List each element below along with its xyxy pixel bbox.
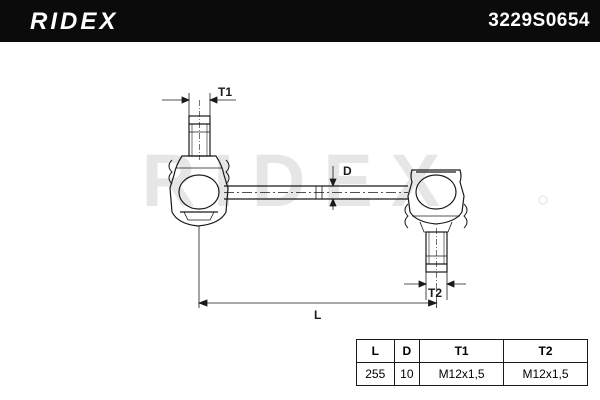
dimension-d — [329, 166, 337, 210]
specs-value-t1: M12x1,5 — [419, 362, 505, 386]
dimension-t1 — [162, 93, 236, 116]
left-ball-joint — [168, 155, 230, 227]
specs-value-t2: M12x1,5 — [503, 362, 588, 386]
connecting-rod — [224, 185, 408, 200]
ridex-logo: RIDEX — [30, 8, 118, 32]
specs-table: L D T1 T2 255 10 M12x1,5 M12x1,5 — [356, 339, 588, 386]
right-threaded-stud — [425, 228, 448, 300]
label-t1: T1 — [218, 85, 232, 99]
specs-header-l: L — [356, 339, 395, 363]
registered-mark-icon — [538, 195, 548, 205]
dimension-t2 — [404, 272, 466, 300]
stabilizer-link-drawing: RIDEX — [142, 85, 548, 322]
specs-value-l: 255 — [356, 362, 395, 386]
label-t2: T2 — [428, 286, 442, 300]
header-bar: RIDEX 3229S0654 — [0, 0, 600, 42]
part-number: 3229S0654 — [488, 10, 590, 31]
label-d: D — [343, 164, 352, 178]
label-l: L — [314, 308, 321, 322]
right-ball-joint — [404, 169, 468, 233]
specs-value-d: 10 — [393, 362, 421, 386]
specs-header-t1: T1 — [419, 339, 505, 363]
specs-header-d: D — [393, 339, 421, 363]
dimension-l — [197, 226, 438, 308]
svg-text:RIDEX: RIDEX — [30, 8, 118, 32]
specs-header-row: L D T1 T2 — [356, 339, 588, 363]
specs-header-t2: T2 — [503, 339, 588, 363]
specs-value-row: 255 10 M12x1,5 M12x1,5 — [356, 362, 588, 386]
